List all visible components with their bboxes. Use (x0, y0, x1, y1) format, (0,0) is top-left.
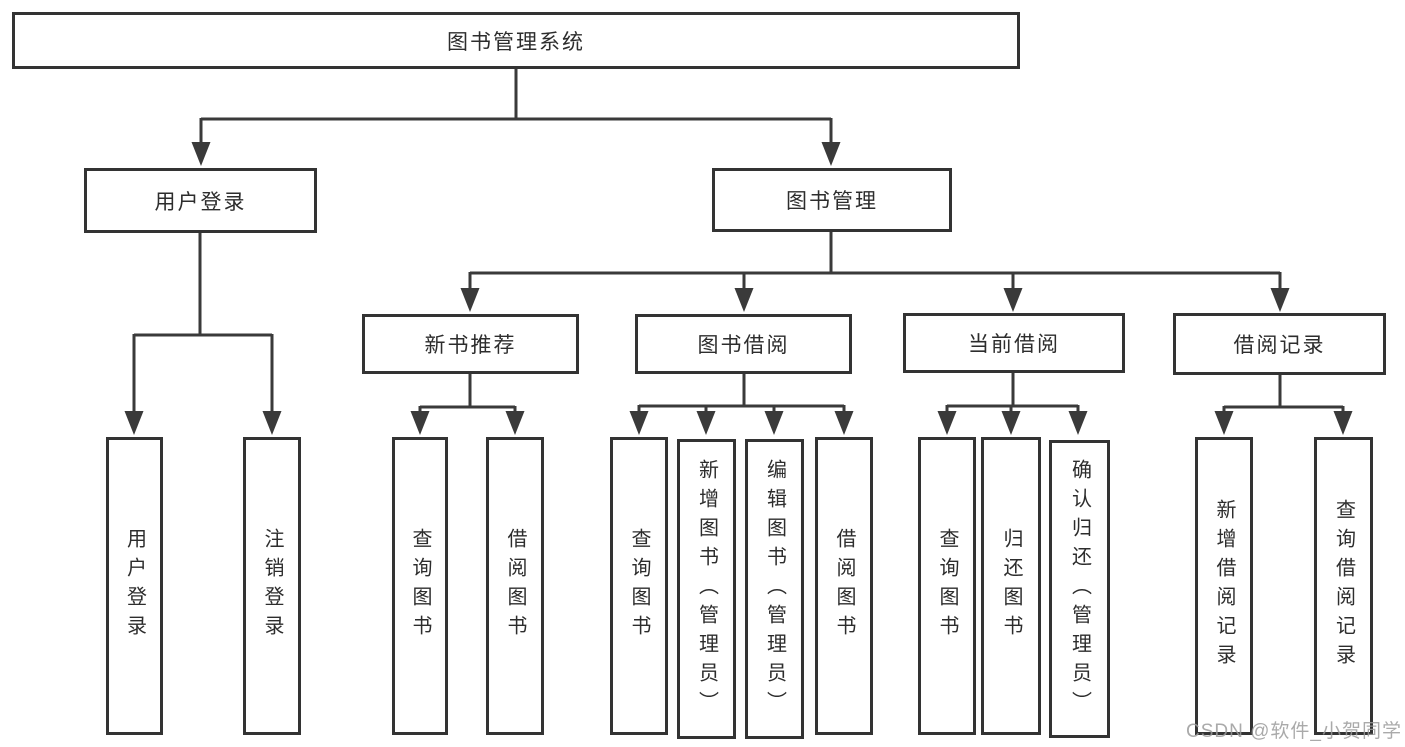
leaf-add-book-admin: 新增图书（管理员） (677, 439, 736, 739)
leaf-query-borrow-record: 查询借阅记录 (1314, 437, 1373, 735)
watermark: CSDN @软件_小贺同学 (1186, 721, 1402, 742)
node-root: 图书管理系统 (12, 12, 1020, 69)
leaf-add-borrow-record: 新增借阅记录 (1195, 437, 1253, 735)
node-user-login-label: 用户登录 (154, 190, 247, 214)
leaf-borrow-books-rec: 借阅图书 (486, 437, 544, 735)
node-book-mgmt: 图书管理 (712, 168, 952, 232)
node-new-book-rec-label: 新书推荐 (424, 334, 517, 357)
node-borrow-records-label: 借阅记录 (1233, 334, 1326, 357)
edges-book-mgmt (460, 232, 1290, 312)
leaf-borrow-books-rec-label: 借阅图书 (504, 528, 526, 644)
leaf-confirm-return-admin-label: 确认归还（管理员） (1068, 458, 1091, 720)
node-current-borrow: 当前借阅 (903, 313, 1125, 373)
node-new-book-rec: 新书推荐 (362, 314, 579, 374)
leaf-confirm-return-admin: 确认归还（管理员） (1049, 440, 1110, 738)
leaf-user-login-label: 用户登录 (123, 528, 146, 644)
node-book-borrow-label: 图书借阅 (697, 334, 790, 357)
node-current-borrow-label: 当前借阅 (968, 333, 1060, 356)
node-book-mgmt-label: 图书管理 (786, 190, 878, 213)
leaf-query-books-rec: 查询图书 (392, 437, 448, 735)
node-book-borrow: 图书借阅 (635, 314, 852, 374)
leaf-query-books-current: 查询图书 (918, 437, 976, 735)
node-root-label: 图书管理系统 (447, 30, 585, 54)
leaf-return-book: 归还图书 (981, 437, 1041, 735)
leaf-borrow-books-borrow-label: 借阅图书 (833, 528, 855, 644)
node-user-login: 用户登录 (84, 168, 317, 233)
leaf-edit-book-admin: 编辑图书（管理员） (745, 439, 804, 739)
leaf-query-books-current-label: 查询图书 (936, 528, 958, 644)
leaf-query-borrow-record-label: 查询借阅记录 (1332, 499, 1355, 673)
edges-root (191, 69, 841, 166)
leaf-add-borrow-record-label: 新增借阅记录 (1213, 499, 1235, 673)
leaf-query-books-rec-label: 查询图书 (409, 528, 431, 644)
node-borrow-records: 借阅记录 (1173, 313, 1386, 375)
edges-user-login (124, 233, 282, 435)
leaf-borrow-books-borrow: 借阅图书 (815, 437, 873, 735)
leaf-logout: 注销登录 (243, 437, 301, 735)
edges-current-borrow (937, 373, 1088, 435)
leaf-edit-book-admin-label: 编辑图书（管理员） (763, 458, 786, 720)
edges-borrow-records (1214, 375, 1353, 435)
leaf-user-login: 用户登录 (106, 437, 163, 735)
leaf-return-book-label: 归还图书 (1000, 528, 1022, 644)
leaf-add-book-admin-label: 新增图书（管理员） (695, 458, 718, 720)
edges-new-book-rec (410, 374, 525, 435)
edges-book-borrow (629, 374, 854, 435)
leaf-query-books-borrow-label: 查询图书 (628, 528, 650, 644)
leaf-query-books-borrow: 查询图书 (610, 437, 668, 735)
leaf-logout-label: 注销登录 (261, 528, 283, 644)
